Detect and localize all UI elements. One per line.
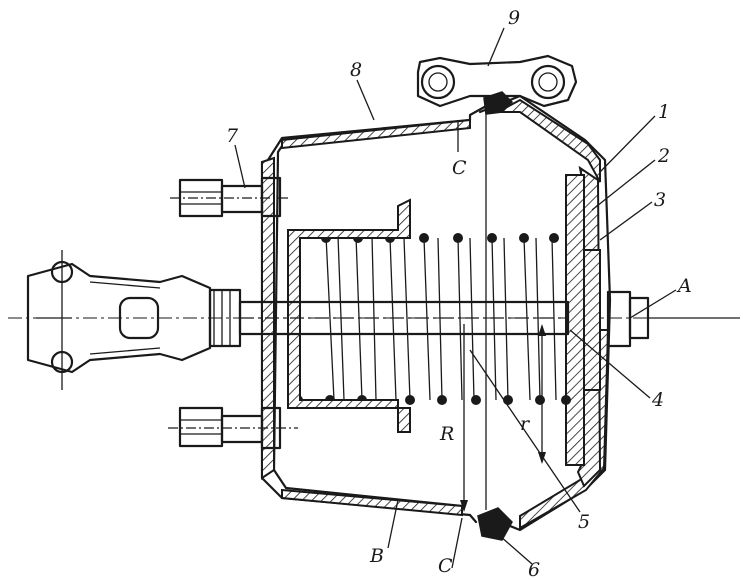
label-R: R (439, 423, 454, 445)
label-8: 8 (350, 59, 362, 81)
label-C-top: C (452, 157, 467, 179)
clamp-assembly (416, 54, 578, 108)
label-9: 9 (508, 7, 520, 29)
label-3: 3 (654, 189, 666, 211)
label-C-bottom: C (438, 555, 453, 577)
label-5: 5 (578, 511, 590, 533)
label-2: 2 (657, 145, 670, 167)
label-r: r (520, 413, 531, 435)
label-A: A (676, 275, 692, 297)
label-4: 4 (651, 389, 664, 411)
breather-plug (606, 290, 740, 348)
dimension-r (538, 324, 546, 464)
mounting-bolt-bottom (168, 406, 298, 450)
clevis-fork (26, 250, 212, 390)
dimension-R (460, 324, 468, 512)
return-spring (287, 198, 571, 433)
pressure-plate (565, 174, 601, 466)
label-B: B (369, 545, 384, 567)
mounting-bolt-top (170, 176, 290, 218)
leader-lines (234, 27, 677, 569)
label-7: 7 (226, 125, 239, 147)
label-1: 1 (658, 101, 670, 123)
label-6: 6 (528, 559, 540, 580)
housing-body (260, 103, 490, 524)
